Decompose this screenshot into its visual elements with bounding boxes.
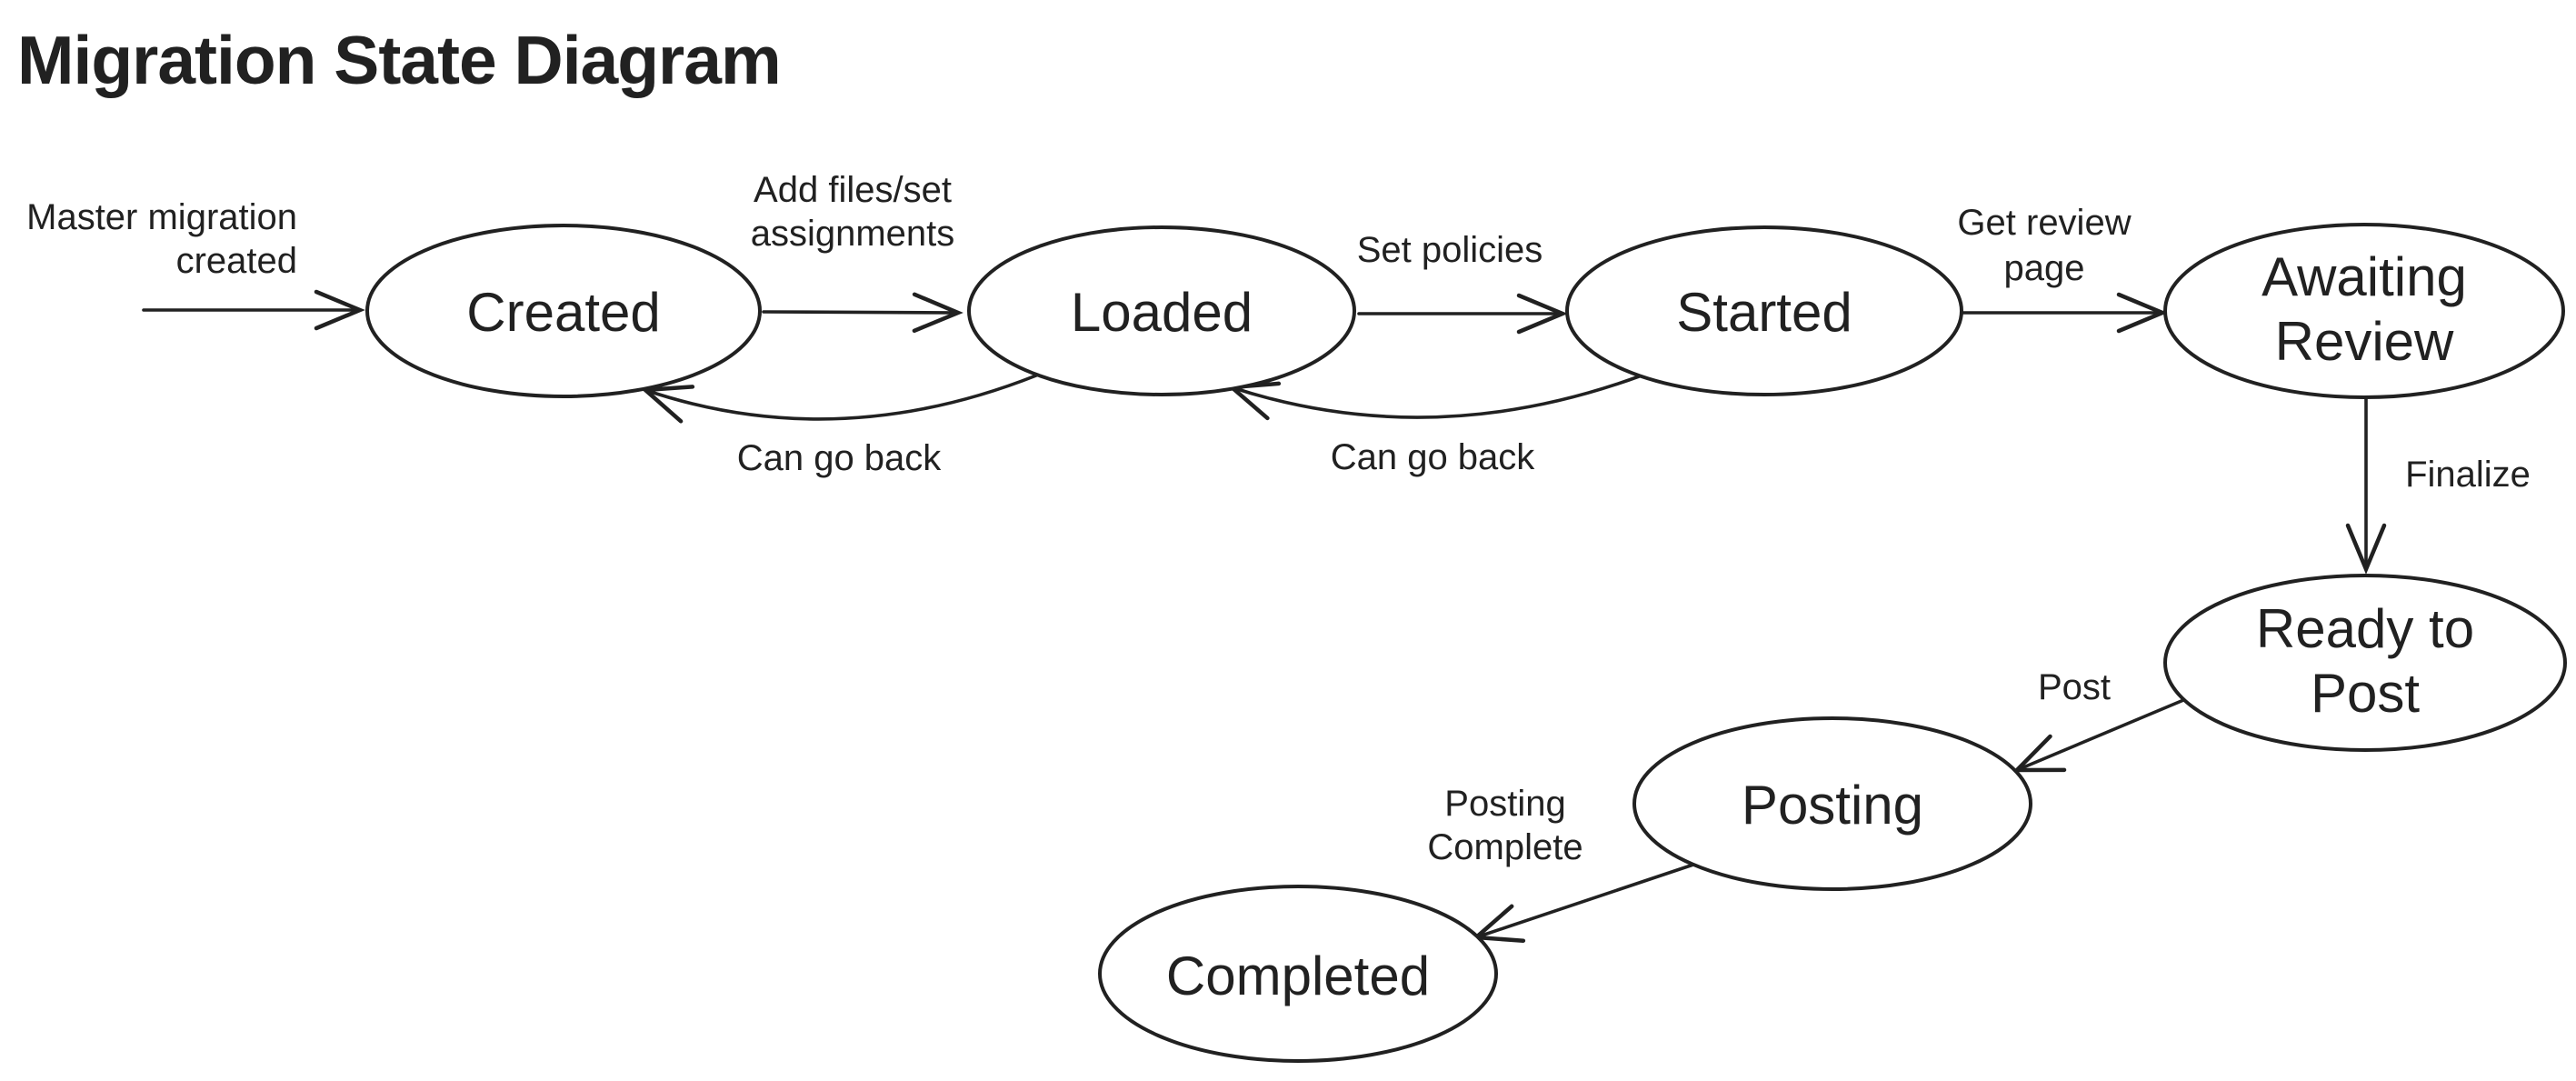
state-awaiting-review-label-line2: Review [2275,311,2454,372]
arrow-created-to-loaded [762,292,964,334]
transition-add-files-line2: assignments [751,214,955,254]
transition-label-can-go-back-2: Can go back [1331,437,1536,477]
transition-label-finalize: Finalize [2405,455,2531,495]
transition-get-review-line1: Get review [1957,203,2131,243]
transition-posting-complete-line2: Complete [1427,827,1583,867]
state-completed-ellipse [1098,885,1498,1063]
arrow-ready-to-post-to-posting [2012,696,2190,773]
arrow-posting-to-completed [1471,863,1695,943]
state-started: Started [1565,225,1963,396]
state-created: Created [365,224,762,398]
state-completed: Completed [1098,885,1498,1063]
arrow-can-go-back-started-to-loaded [1226,374,1643,421]
state-awaiting-review: Awaiting Review [2163,223,2565,399]
state-started-label: Started [1676,282,1852,343]
transition-posting-complete-line1: Posting [1444,784,1565,824]
transition-master-migration-line1: Master migration [26,197,297,237]
state-posting-ellipse [1632,716,2032,891]
arrow-can-go-back-loaded-to-created [640,374,1038,424]
state-loaded: Loaded [967,225,1356,396]
transition-label-get-review-page: Get review page [1957,203,2131,288]
transition-label-master-migration-created: Master migration created [26,197,297,281]
transition-label-set-policies: Set policies [1357,230,1543,270]
state-completed-label: Completed [1166,946,1430,1006]
state-loaded-label: Loaded [1071,282,1253,343]
transition-master-migration-line2: created [176,241,297,281]
transition-label-add-files-set-assignments: Add files/set assignments [751,170,955,254]
transition-label-can-go-back-1: Can go back [737,438,943,478]
transition-add-files-line1: Add files/set [754,170,952,210]
state-started-ellipse [1565,225,1963,396]
state-posting-label: Posting [1742,775,1923,836]
state-loaded-ellipse [967,225,1356,396]
state-ready-to-post: Ready to Post [2163,574,2567,752]
state-ready-to-post-label-line1: Ready to [2256,598,2474,659]
state-ready-to-post-ellipse [2163,574,2567,752]
state-awaiting-review-label-line1: Awaiting [2261,246,2467,307]
page-title: Migration State Diagram [17,22,781,98]
state-created-ellipse [365,224,762,398]
state-awaiting-review-ellipse [2163,223,2565,399]
state-ready-to-post-label-line2: Post [2311,663,2420,724]
state-posting: Posting [1632,716,2032,891]
transition-label-posting-complete: Posting Complete [1427,784,1583,867]
transition-get-review-line2: page [2004,248,2085,288]
state-created-label: Created [466,282,660,343]
transition-label-post: Post [2038,667,2111,707]
